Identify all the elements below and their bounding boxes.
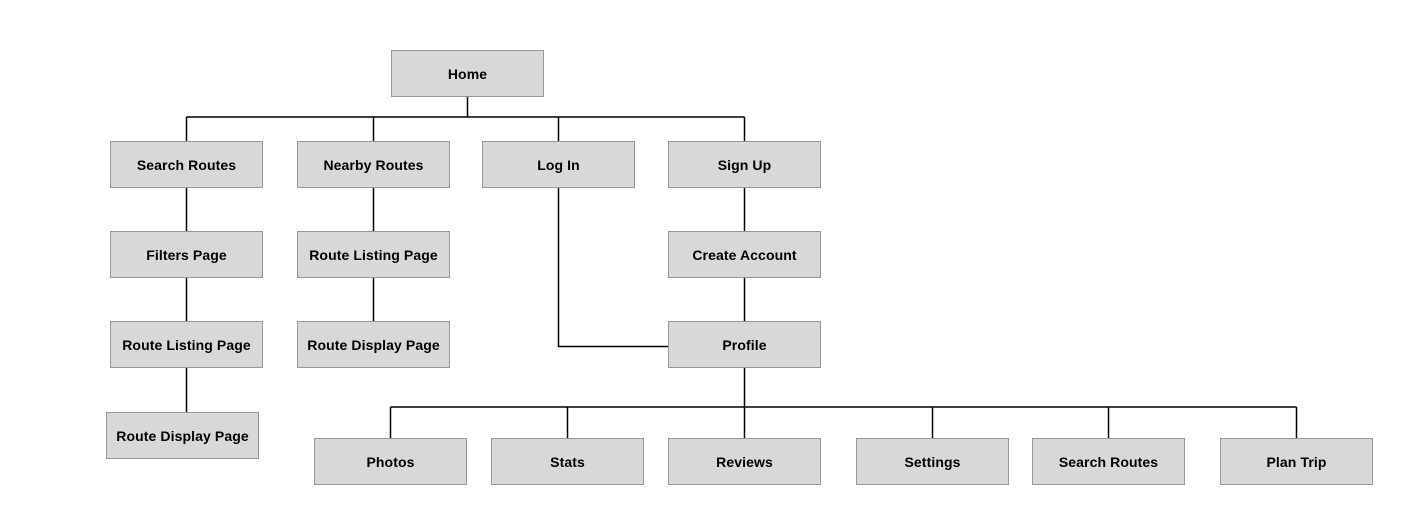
node-stats: Stats (491, 438, 644, 485)
node-settings: Settings (856, 438, 1009, 485)
node-nearby-routes-label: Nearby Routes (323, 156, 424, 173)
node-route-display-page-search-label: Route Display Page (116, 427, 249, 444)
node-route-listing-page-search: Route Listing Page (110, 321, 263, 368)
node-reviews: Reviews (668, 438, 821, 485)
node-create-account-label: Create Account (692, 246, 797, 263)
node-route-listing-page-nearby: Route Listing Page (297, 231, 450, 278)
node-route-display-page-search: Route Display Page (106, 412, 259, 459)
node-filters-page-label: Filters Page (146, 246, 227, 263)
node-create-account: Create Account (668, 231, 821, 278)
node-stats-label: Stats (550, 453, 585, 470)
node-sign-up: Sign Up (668, 141, 821, 188)
node-route-listing-page-nearby-label: Route Listing Page (309, 246, 438, 263)
node-search-routes-label: Search Routes (136, 156, 237, 173)
node-log-in-label: Log In (537, 156, 580, 173)
node-search-routes: Search Routes (110, 141, 263, 188)
node-filters-page: Filters Page (110, 231, 263, 278)
node-profile-label: Profile (722, 336, 767, 353)
node-route-display-page-nearby-label: Route Display Page (307, 336, 440, 353)
node-home-label: Home (447, 65, 488, 82)
node-settings-label: Settings (904, 453, 961, 470)
node-route-display-page-nearby: Route Display Page (297, 321, 450, 368)
node-reviews-label: Reviews (716, 453, 773, 470)
node-sign-up-label: Sign Up (717, 156, 772, 173)
node-search-routes-profile-label: Search Routes (1058, 453, 1159, 470)
edge-log-in-profile (557, 188, 668, 348)
node-plan-trip: Plan Trip (1220, 438, 1373, 485)
node-nearby-routes: Nearby Routes (297, 141, 450, 188)
node-plan-trip-label: Plan Trip (1266, 453, 1327, 470)
node-search-routes-profile: Search Routes (1032, 438, 1185, 485)
node-profile: Profile (668, 321, 821, 368)
node-route-listing-page-search-label: Route Listing Page (122, 336, 251, 353)
node-photos-label: Photos (366, 453, 415, 470)
node-home: Home (391, 50, 544, 97)
node-photos: Photos (314, 438, 467, 485)
node-log-in: Log In (482, 141, 635, 188)
